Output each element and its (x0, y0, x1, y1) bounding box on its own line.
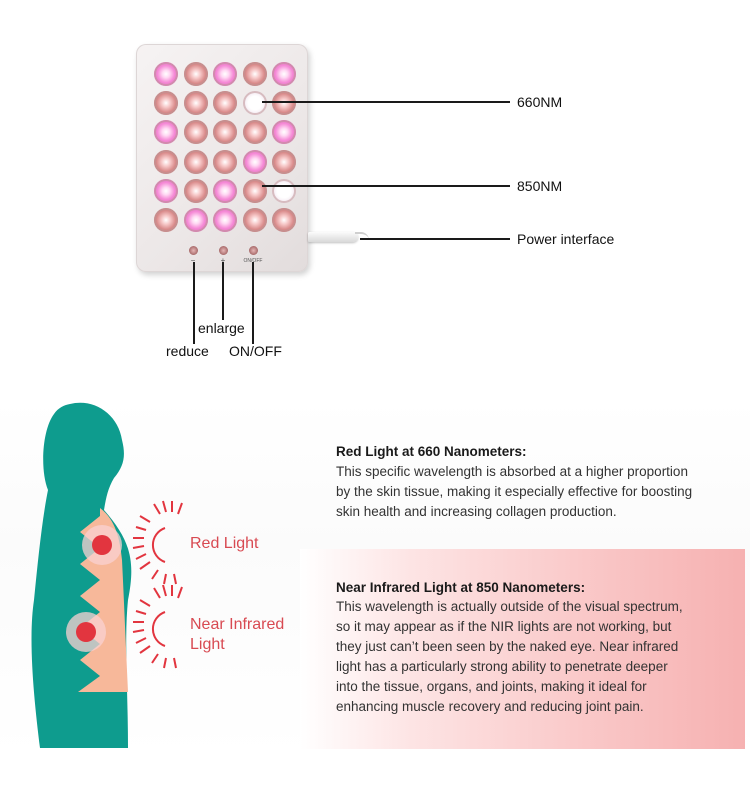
led-bulb (154, 207, 178, 232)
led-bulb (183, 207, 208, 232)
led-bulb (183, 62, 208, 86)
power-button[interactable] (249, 246, 258, 255)
led-bulb (272, 62, 297, 86)
led-bulb (242, 62, 267, 86)
minus-symbol: − (190, 256, 196, 265)
callout-line-enlarge (222, 262, 224, 320)
label-850nm: 850NM (517, 178, 563, 194)
onoff-symbol: ON/OFF (243, 258, 263, 264)
led-bulb (242, 178, 267, 203)
nir-light-rays (132, 584, 183, 669)
power-cable-tail (355, 232, 369, 242)
led-bulb (213, 207, 238, 232)
led-bulb (154, 120, 178, 145)
led-bulb (242, 149, 267, 174)
led-bulb (272, 91, 297, 116)
red-light-label: Red Light (190, 535, 259, 552)
nir-desc-line: so it may appear as if the NIR lights ar… (336, 619, 672, 634)
red-desc-line: skin health and increasing collagen prod… (336, 504, 617, 519)
led-bulb (242, 207, 267, 232)
plus-symbol: + (220, 256, 226, 265)
red-light-heading: Red Light at 660 Nanometers: (336, 444, 527, 459)
callout-line-850 (262, 185, 510, 187)
callout-line-power (360, 238, 510, 240)
nir-light-label-line1: Near Infrared (190, 616, 285, 633)
label-enlarge: enlarge (198, 320, 245, 336)
reduce-button[interactable] (189, 246, 198, 255)
enlarge-button[interactable] (219, 246, 228, 255)
led-bulb (154, 62, 178, 86)
nir-light-label-line2: Light (190, 636, 225, 653)
led-bulb (213, 178, 238, 203)
callout-line-onoff (252, 262, 254, 344)
led-bulb (183, 178, 208, 203)
nir-desc-line: they just can’t been seen by the naked e… (336, 639, 679, 654)
red-light-panel-device: − + ON/OFF (136, 44, 308, 272)
callout-line-660 (262, 101, 510, 103)
led-bulb (272, 149, 297, 174)
power-cable (308, 232, 358, 242)
nir-desc-line: light has a particularly strong ability … (336, 659, 668, 674)
red-light-rays (132, 500, 183, 585)
red-desc-line: This specific wavelength is absorbed at … (336, 464, 688, 479)
led-grid (152, 60, 300, 235)
led-bulb (272, 207, 297, 232)
led-bulb (154, 178, 178, 203)
nir-light-description: This wavelength is actually outside of t… (336, 597, 736, 717)
label-660nm: 660NM (517, 94, 563, 110)
led-bulb (213, 120, 238, 145)
led-bulb (213, 149, 238, 174)
label-power-interface: Power interface (517, 231, 615, 247)
led-bulb (272, 178, 297, 203)
nir-highlight-band (300, 549, 745, 749)
nir-desc-line: into the tissue, organs, and joints, mak… (336, 679, 647, 694)
led-bulb (154, 149, 178, 174)
callout-line-reduce (193, 262, 195, 344)
red-light-spot (92, 535, 112, 555)
led-bulb (213, 91, 238, 116)
led-bulb (272, 120, 297, 145)
label-onoff: ON/OFF (229, 343, 282, 359)
led-bulb (242, 120, 267, 145)
nir-light-spot (76, 622, 96, 642)
led-bulb (154, 91, 178, 116)
led-bulb (213, 62, 238, 86)
label-reduce: reduce (166, 343, 209, 359)
led-bulb (183, 149, 208, 174)
red-desc-line: by the skin tissue, making it especially… (336, 484, 693, 499)
led-bulb (183, 91, 208, 116)
led-bulb (183, 120, 208, 145)
nir-desc-line: This wavelength is actually outside of t… (336, 599, 683, 614)
nir-light-heading: Near Infrared Light at 850 Nanometers: (336, 580, 586, 595)
red-light-description: This specific wavelength is absorbed at … (336, 462, 736, 522)
led-bulb (242, 91, 267, 116)
nir-desc-line: enhancing muscle recovery and reducing j… (336, 699, 644, 714)
